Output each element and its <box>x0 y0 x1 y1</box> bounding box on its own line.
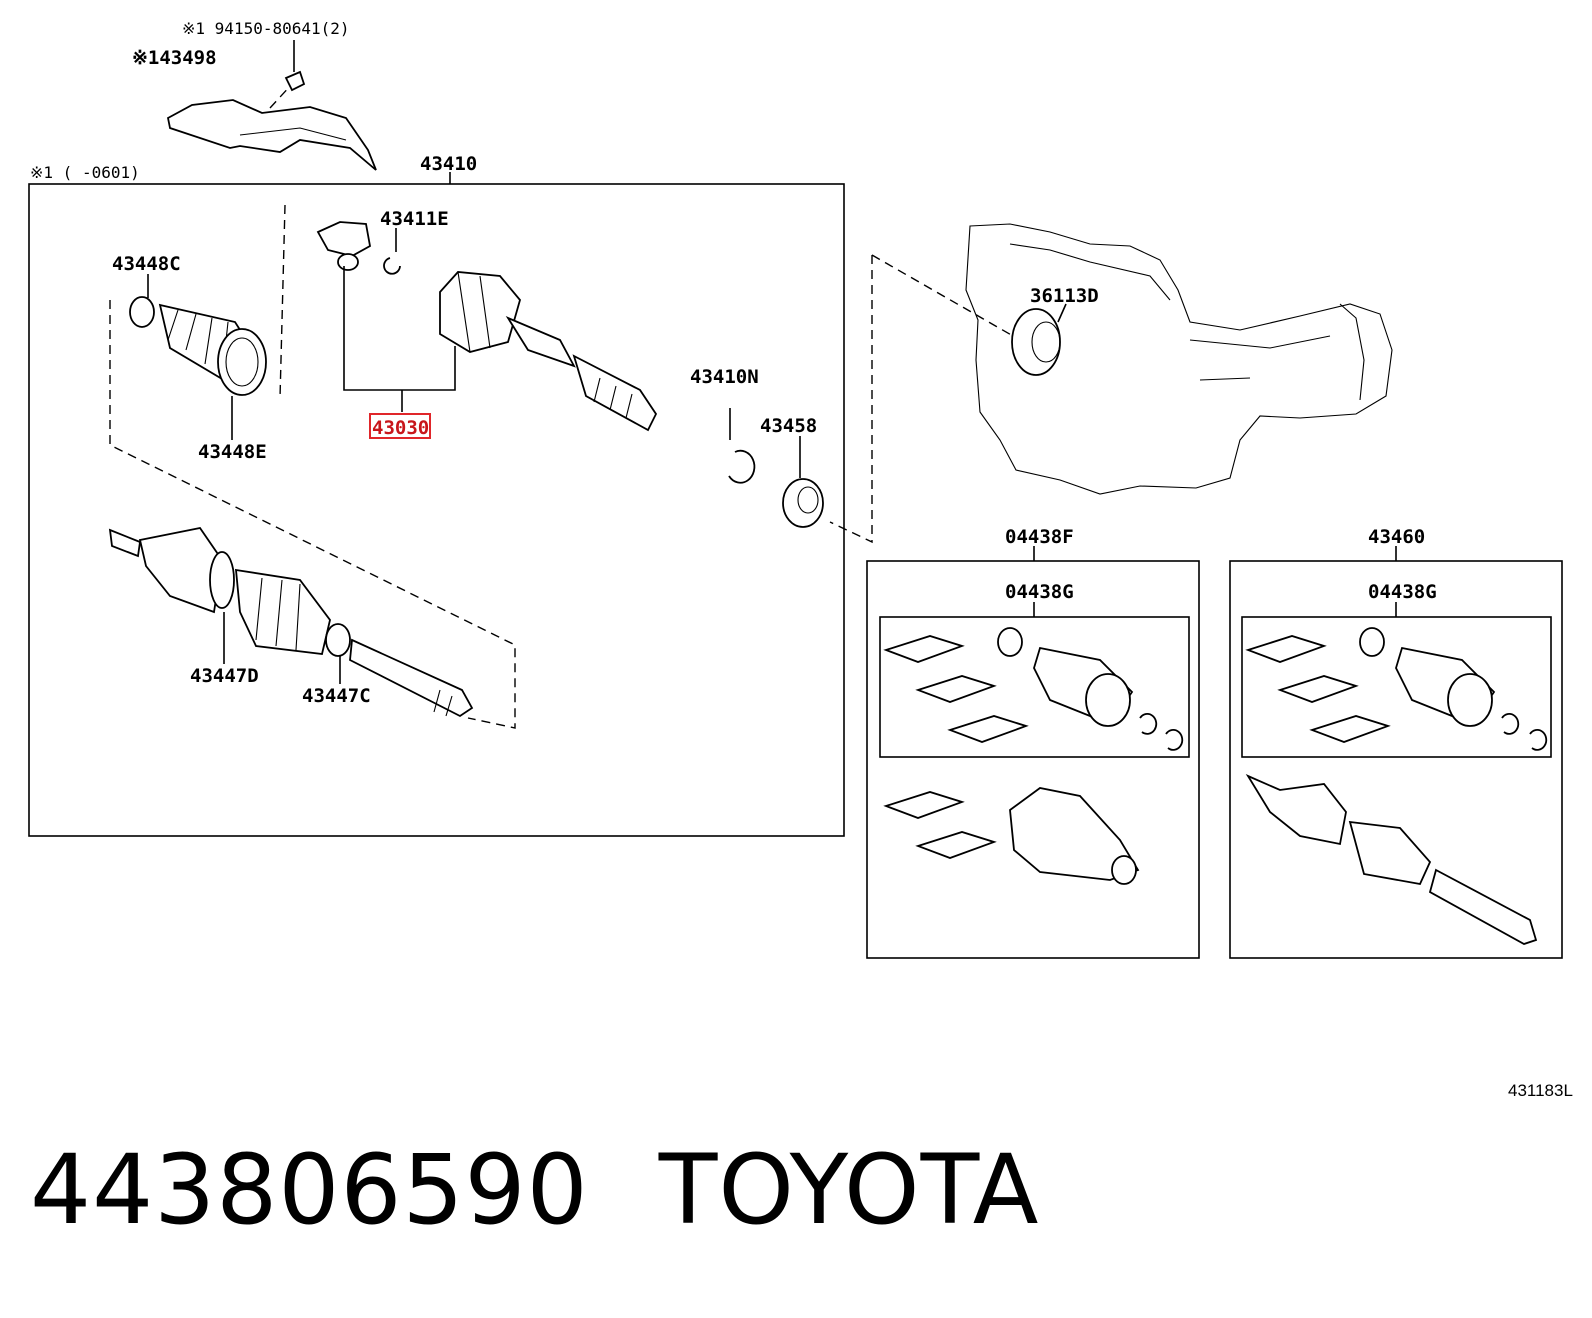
shaft-assembly-box <box>28 183 845 837</box>
highlight-box <box>369 413 431 439</box>
diagram-code: 431183L <box>1508 1081 1573 1100</box>
boot-kit-f-box <box>866 560 1200 959</box>
boot-kit-g1-label: 04438G <box>1005 581 1074 603</box>
heat-shield-part <box>166 40 377 171</box>
inboard-boot-part <box>129 296 267 396</box>
shield-label: ※143498 <box>132 47 217 69</box>
shaft-assy-label: 43410 <box>420 153 477 175</box>
footer: 443806590 TOYOTA <box>30 1135 1039 1245</box>
brand-name: TOYOTA <box>658 1134 1040 1246</box>
tripod-clip-label: 43411E <box>380 208 449 230</box>
oil-seal-label: 43458 <box>760 415 817 437</box>
snap-ring-part <box>728 449 756 484</box>
oil-seal-part <box>782 478 824 528</box>
boot-kit-g2-label: 04438G <box>1368 581 1437 603</box>
inboard-joint-label[interactable]: 43030 <box>372 417 429 439</box>
note-bolt-label: ※1 94150-80641(2) <box>182 19 350 38</box>
outboard-clamp-label: 43447C <box>302 685 371 707</box>
outboard-boot-label: 43447D <box>190 665 259 687</box>
snap-ring-label: 43410N <box>690 366 759 388</box>
shaft-kit-contents <box>1245 627 1548 945</box>
transmission-case-part <box>965 223 1393 495</box>
tripod-part <box>316 221 401 275</box>
box-note-label: ※1 ( -0601) <box>30 163 140 182</box>
part-number: 443806590 <box>30 1134 589 1246</box>
shaft-kit-box <box>1229 560 1563 959</box>
outboard-shaft-part <box>108 527 474 718</box>
boot-kit-f-label: 04438F <box>1005 526 1074 548</box>
inboard-joint-part <box>439 271 658 432</box>
boot-clamp-large-label: 43448E <box>198 441 267 463</box>
bearing-label: 36113D <box>1030 285 1099 307</box>
boot-kit-f-contents <box>883 627 1184 885</box>
boot-clamp-small-label: 43448C <box>112 253 181 275</box>
shaft-kit-label: 43460 <box>1368 526 1425 548</box>
